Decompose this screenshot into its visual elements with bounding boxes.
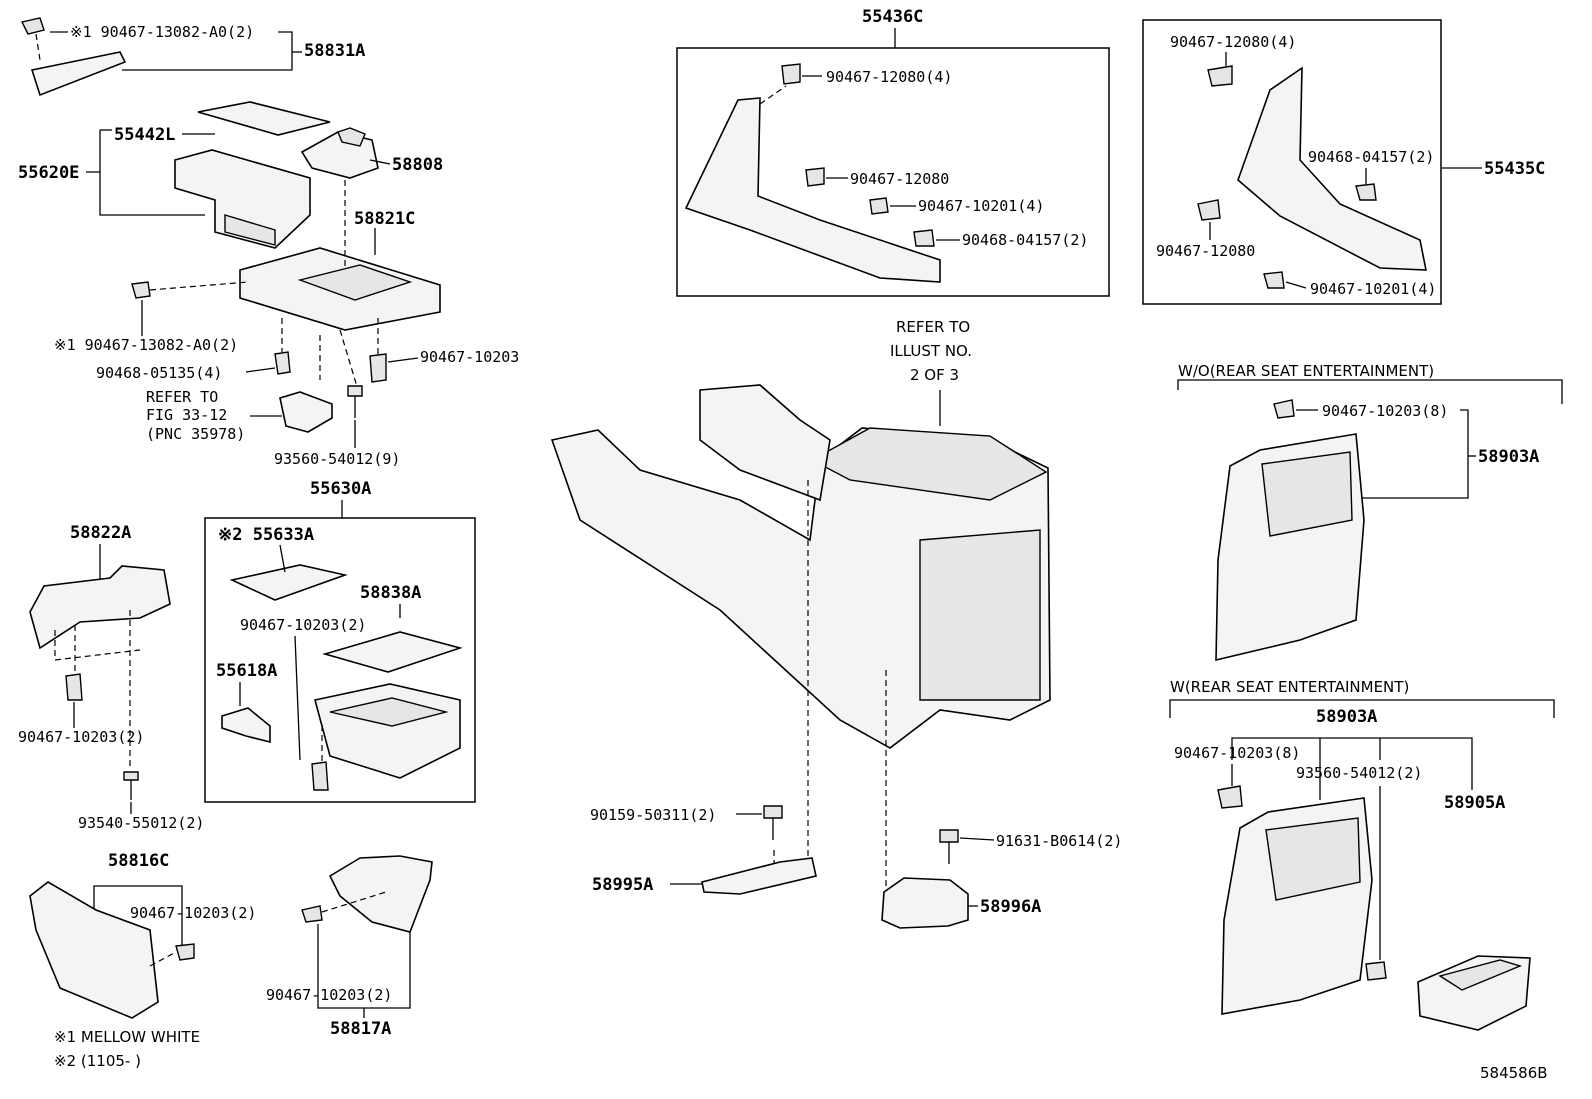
box-55630A — [204, 517, 476, 803]
label-58996A: 58996A — [980, 897, 1041, 917]
screw-93540-55012 — [123, 771, 139, 800]
label-90467-10203-d: 90467-10203(2) — [130, 904, 256, 922]
label-90468-05135: 90468-05135(4) — [96, 364, 222, 382]
clip-90467-10203-d — [175, 943, 195, 961]
clip-90467-10201-4a — [869, 197, 889, 215]
label-58822A: 58822A — [70, 523, 131, 543]
screw-93560-54012-2 — [1365, 961, 1387, 981]
bolt-91631-B0614 — [939, 829, 959, 864]
part-58905A — [1417, 955, 1531, 1031]
box-55435C — [1142, 19, 1442, 305]
bolt-90159-50311 — [763, 805, 783, 840]
label-55620E: 55620E — [18, 163, 79, 183]
label-90467-10201-4a: 90467-10201(4) — [918, 197, 1044, 215]
part-58838A-lid — [322, 631, 463, 673]
clip-90467-10203-a — [369, 353, 387, 383]
label-58995A: 58995A — [592, 875, 653, 895]
label-55633A: ※2 55633A — [218, 525, 314, 545]
part-58903A-w-rse — [1221, 797, 1373, 1015]
note-mellow-white: ※1 MELLOW WHITE — [54, 1028, 200, 1046]
clip-90467-12080-b — [1197, 199, 1221, 221]
part-55442L-lid — [197, 101, 331, 136]
screw-93560-54012 — [347, 385, 363, 418]
label-90467-10203-8b: 90467-10203(8) — [1174, 744, 1300, 762]
clip-90467-12080-4a — [781, 63, 801, 85]
clip-90468-05135 — [274, 351, 291, 375]
refer-illust-line-1: REFER TO — [896, 318, 970, 336]
label-93560-54012-2: 93560-54012(2) — [1296, 764, 1422, 782]
label-58903A-b: 58903A — [1316, 707, 1377, 727]
part-center-console — [550, 384, 1051, 749]
clip-90467-10203-c — [65, 673, 83, 701]
label-clip-top: ※1 90467-13082-A0(2) — [70, 23, 254, 41]
part-refer-fig-33-12 — [279, 391, 333, 433]
label-55630A: 55630A — [310, 479, 371, 499]
label-90468-04157-2a: 90468-04157(2) — [962, 231, 1088, 249]
refer-illust-line-2: ILLUST NO. — [890, 342, 972, 360]
part-55620E-box — [174, 149, 311, 249]
label-90467-10201-4b: 90467-10201(4) — [1310, 280, 1436, 298]
refer-fig-line-2: FIG 33-12 — [146, 406, 227, 424]
label-90467-12080-4b: 90467-12080(4) — [1170, 33, 1296, 51]
part-55435C — [1237, 66, 1427, 271]
clip-90468-04157-2b — [1355, 183, 1377, 201]
part-55630A-box — [314, 683, 461, 779]
note-w-rse: W(REAR SEAT ENTERTAINMENT) — [1170, 678, 1409, 696]
note-date-range: ※2 (1105- ) — [54, 1052, 141, 1070]
label-58816C: 58816C — [108, 851, 169, 871]
clip-90467-10203-8a — [1273, 399, 1295, 419]
clip-90467-10203-8b — [1217, 785, 1243, 809]
label-90467-10203-a: 90467-10203 — [420, 348, 519, 366]
note-wo-rse: W/O(REAR SEAT ENTERTAINMENT) — [1178, 362, 1434, 380]
part-58822A — [29, 565, 171, 650]
label-55442L: 55442L — [114, 125, 175, 145]
box-55436C — [676, 47, 1110, 297]
clip-90467-10203-b — [311, 761, 329, 791]
part-58996A — [881, 877, 969, 929]
label-90467-12080-b: 90467-12080 — [1156, 242, 1255, 260]
part-58903A-wo-rse — [1215, 433, 1365, 662]
diagram-id: 584586B — [1480, 1064, 1548, 1082]
clip-90467-12080-a — [805, 167, 825, 187]
label-93540-55012: 93540-55012(2) — [78, 814, 204, 832]
label-clip-mid: ※1 90467-13082-A0(2) — [54, 336, 238, 354]
label-55436C: 55436C — [862, 7, 923, 27]
label-90467-12080-4a: 90467-12080(4) — [826, 68, 952, 86]
label-90467-10203-e: 90467-10203(2) — [266, 986, 392, 1004]
part-58821C-panel — [239, 247, 441, 331]
clip-90467-13082 — [131, 281, 151, 299]
part-58808-boot — [300, 127, 379, 179]
label-58831A: 58831A — [304, 41, 365, 61]
label-90467-10203-c: 90467-10203(2) — [18, 728, 144, 746]
label-58838A: 58838A — [360, 583, 421, 603]
refer-fig-line-1: REFER TO — [146, 388, 218, 406]
refer-illust-line-3: 2 OF 3 — [910, 366, 959, 384]
label-93560-54012-9: 93560-54012(9) — [274, 450, 400, 468]
label-58905A: 58905A — [1444, 793, 1505, 813]
label-90467-12080-a: 90467-12080 — [850, 170, 949, 188]
clip-90468-04157-2a — [913, 229, 935, 247]
clip-90467-10203-e — [301, 905, 323, 923]
clip-90467-12080-4b — [1207, 65, 1233, 87]
label-90467-10203-8a: 90467-10203(8) — [1322, 402, 1448, 420]
label-55435C: 55435C — [1484, 159, 1545, 179]
part-58831A — [20, 17, 127, 97]
part-58816C — [29, 881, 159, 1019]
part-55436C — [684, 97, 941, 283]
part-58995A — [701, 857, 817, 895]
label-58808: 58808 — [392, 155, 443, 175]
label-90159-50311: 90159-50311(2) — [590, 806, 716, 824]
clip-90467-10201-4b — [1263, 271, 1285, 289]
part-55618A — [221, 707, 271, 744]
label-58903A-a: 58903A — [1478, 447, 1539, 467]
part-55633A-mat — [229, 564, 348, 601]
label-55618A: 55618A — [216, 661, 277, 681]
label-58817A: 58817A — [330, 1019, 391, 1039]
label-90468-04157-2b: 90468-04157(2) — [1308, 148, 1434, 166]
label-58821C: 58821C — [354, 209, 415, 229]
refer-fig-line-3: (PNC 35978) — [146, 425, 245, 443]
label-90467-10203-b: 90467-10203(2) — [240, 616, 366, 634]
label-91631-B0614: 91631-B0614(2) — [996, 832, 1122, 850]
